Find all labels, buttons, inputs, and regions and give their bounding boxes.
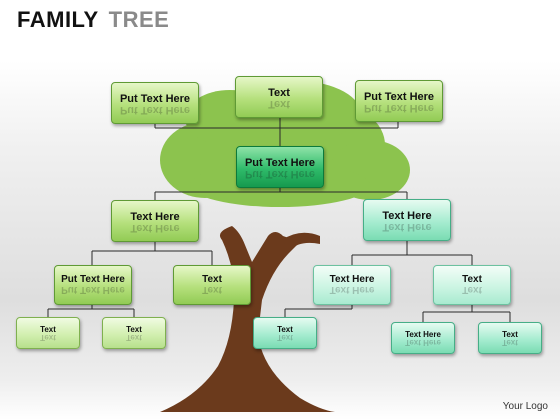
node-label-reflection: Text — [462, 284, 482, 295]
node-label: Put Text Here — [119, 93, 191, 105]
node-label-reflection: Text Here — [405, 338, 441, 347]
node-label-reflection: Text — [268, 98, 290, 110]
node-row3-b[interactable]: Text Text — [173, 265, 251, 305]
node-leaf-d[interactable]: Text Here Text Here — [391, 322, 455, 354]
node-label: Put Text Here — [363, 91, 435, 103]
node-label: Text — [277, 325, 293, 334]
node-top-center[interactable]: Text Text — [235, 76, 323, 118]
node-label-reflection: Put Text Here — [61, 284, 125, 295]
node-label: Put Text Here — [244, 157, 316, 169]
node-label-reflection: Text — [40, 333, 56, 342]
node-mid-left[interactable]: Text Here Text Here — [111, 200, 199, 242]
node-label: Text Here — [405, 330, 441, 339]
node-mid-right[interactable]: Text Here Text Here — [363, 199, 451, 241]
node-row3-a[interactable]: Put Text Here Put Text Here — [54, 265, 132, 305]
logo-text: Your Logo — [502, 401, 548, 412]
node-leaf-e[interactable]: Text Text — [478, 322, 542, 354]
trunk-branch-right — [282, 232, 320, 250]
tree-trunk — [160, 226, 335, 412]
node-label: Text — [202, 274, 222, 285]
title-word-family: FAMILY — [17, 7, 99, 32]
node-center[interactable]: Put Text Here Put Text Here — [236, 146, 324, 188]
node-label-reflection: Text — [126, 333, 142, 342]
node-label-reflection: Put Text Here — [363, 102, 435, 114]
node-label: Put Text Here — [61, 274, 125, 285]
node-label: Text Here — [130, 211, 180, 223]
node-leaf-a[interactable]: Text Text — [16, 317, 80, 349]
node-label-reflection: Text — [502, 338, 518, 347]
node-row3-c[interactable]: Text Here Text Here — [313, 265, 391, 305]
node-label: Text Here — [329, 274, 375, 285]
node-label-reflection: Put Text Here — [119, 104, 191, 116]
node-label-reflection: Text Here — [329, 284, 375, 295]
node-leaf-b[interactable]: Text Text — [102, 317, 166, 349]
node-top-right[interactable]: Put Text Here Put Text Here — [355, 80, 443, 122]
connector-lines — [47, 112, 511, 322]
title-word-tree: TREE — [108, 7, 170, 32]
node-label: Text — [502, 330, 518, 339]
node-label-reflection: Text Here — [382, 221, 432, 233]
node-label-reflection: Text Here — [130, 222, 180, 234]
node-label: Text Here — [382, 210, 432, 222]
node-label: Text — [268, 87, 290, 99]
node-leaf-c[interactable]: Text Text — [253, 317, 317, 349]
node-top-left[interactable]: Put Text Here Put Text Here — [111, 82, 199, 124]
node-label: Text — [40, 325, 56, 334]
node-label: Text — [462, 274, 482, 285]
node-label-reflection: Put Text Here — [244, 168, 316, 180]
node-row3-d[interactable]: Text Text — [433, 265, 511, 305]
node-label-reflection: Text — [277, 333, 293, 342]
node-label: Text — [126, 325, 142, 334]
node-label-reflection: Text — [202, 284, 222, 295]
slide-title: FAMILY TREE — [17, 7, 169, 33]
